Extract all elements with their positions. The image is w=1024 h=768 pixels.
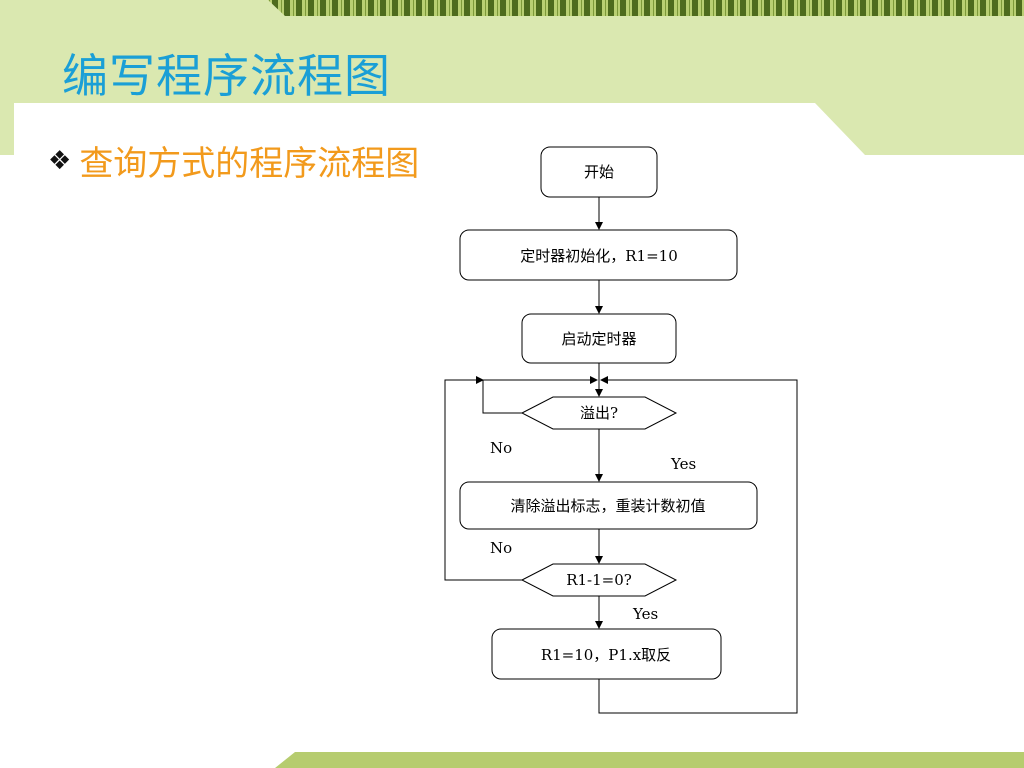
clear-reload-node: [459, 481, 758, 530]
slide-title: 编写程序流程图: [62, 49, 391, 103]
top-stripe-bar: [268, 0, 1024, 16]
toggle-label: R1=10，P1.x取反: [541, 646, 671, 664]
r1-no-label: No: [490, 539, 512, 557]
r1-yes-label: Yes: [632, 605, 658, 623]
start-timer-label: 启动定时器: [561, 330, 636, 348]
four-diamonds-bullet-icon: ❖: [48, 145, 72, 176]
left-green-strip: [0, 103, 14, 155]
bullet-text: 查询方式的程序流程图: [79, 144, 420, 184]
bottom-green-bar: [275, 752, 1024, 768]
r1-decision-node: [520, 563, 678, 597]
overflow-no-loop: [482, 376, 598, 414]
toggle-node: [491, 628, 722, 680]
init-label: 定时器初始化，R1=10: [520, 247, 678, 265]
r1-decision-label: R1-1=0?: [566, 571, 632, 589]
overflow-decision-node: [520, 396, 678, 430]
overflow-no-label: No: [490, 439, 512, 457]
bullet-item: ❖ 查询方式的程序流程图: [48, 136, 419, 185]
overflow-decision-label: 溢出?: [580, 404, 618, 422]
start-label: 开始: [584, 163, 614, 181]
overflow-yes-label: Yes: [670, 455, 696, 473]
return-loop: [598, 376, 798, 714]
r1-no-loop: [444, 376, 522, 581]
clear-reload-label: 清除溢出标志，重装计数初值: [510, 497, 705, 515]
top-green-band: [0, 0, 1024, 155]
